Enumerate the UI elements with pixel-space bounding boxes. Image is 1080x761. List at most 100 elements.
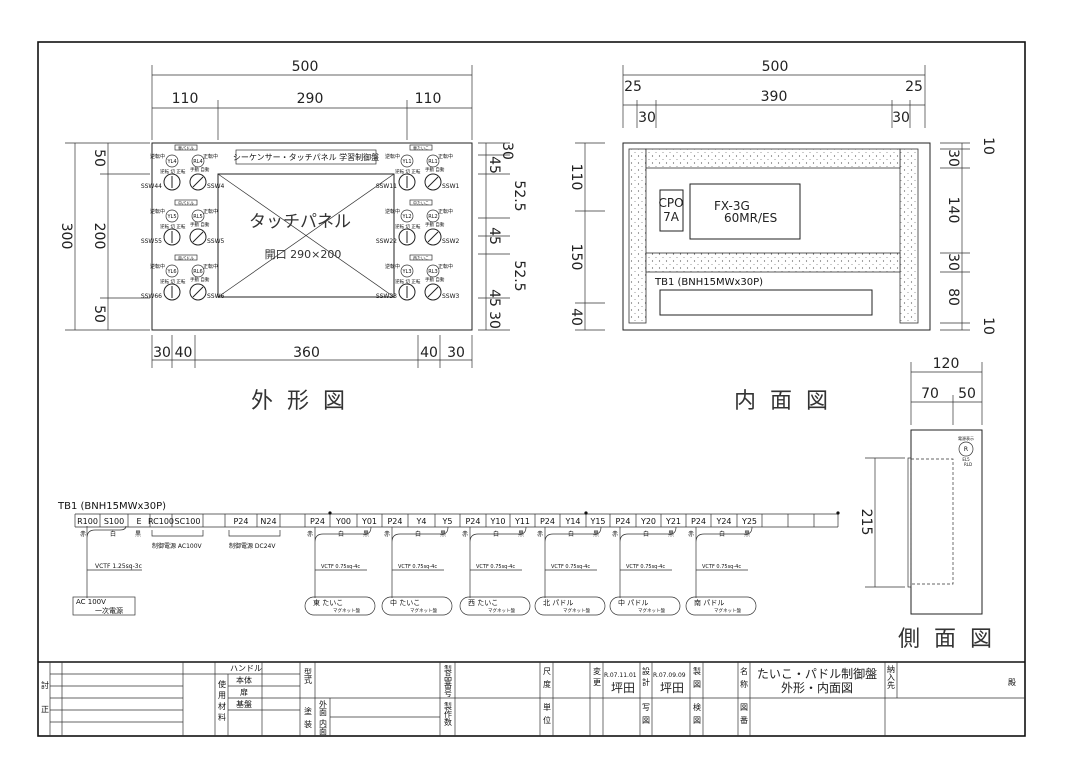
selector-switch-icon[interactable] <box>163 228 181 246</box>
material-handle: ハンドル <box>230 664 262 673</box>
magnet-panel-box <box>304 596 376 616</box>
magnet-suffix: マグネット盤 <box>714 607 741 614</box>
plc-unit <box>689 183 801 240</box>
inner-right-dim: 30 <box>945 149 961 167</box>
power-lamp-top: 電源表示 <box>958 435 974 441</box>
dim-width-total: 500 <box>292 59 319 75</box>
power-lamp-bottom: RLD <box>964 462 972 467</box>
lamp-id: RL4 <box>193 159 202 165</box>
ctrl-ac-label: 制御電源 AC100V <box>152 542 203 550</box>
lamp-id: RL2 <box>428 214 437 220</box>
terminal-label: Y00 <box>335 517 351 526</box>
terminal-label: P24 <box>540 517 555 526</box>
inner-view-caption: 内面図 <box>734 389 842 414</box>
switch-mode: 手動 自動 <box>190 221 210 228</box>
right-dim-value: 30 <box>499 142 515 160</box>
bottom-dim-value: 360 <box>293 345 320 361</box>
side-outline <box>910 429 983 615</box>
wire-color: 白 <box>568 530 574 538</box>
inner-left-dim: 110 <box>568 164 584 191</box>
magnet-suffix: マグネット盤 <box>638 607 665 614</box>
magnet-suffix: マグネット盤 <box>333 607 360 614</box>
terminal-marker <box>328 511 332 515</box>
title-block: 討 正 使用材料 ハンドル 本体 扉 基盤 型式 塗装 外面 内面 製品番号 製… <box>38 661 1025 736</box>
right-dim-value: 45 <box>486 289 502 307</box>
magnet-name: 南 パドル <box>694 598 724 607</box>
selector-switch-icon[interactable] <box>398 173 416 191</box>
selector-switch-icon[interactable] <box>189 228 207 246</box>
inspect-label: 検図 <box>693 702 702 729</box>
rail-middle <box>645 252 901 273</box>
tb-label: TB1 (BNH15MWx30P) <box>654 277 763 288</box>
pilot-lamp-icon <box>426 154 440 168</box>
pilot-lamp-icon <box>165 154 179 168</box>
selector-switch-icon[interactable] <box>398 283 416 301</box>
right-dim-value: 45 <box>486 156 502 174</box>
terminal-label: Y15 <box>589 517 605 526</box>
terminal-label: N24 <box>260 517 276 526</box>
pilot-lamp-icon <box>165 209 179 223</box>
terminal-marker <box>584 511 588 515</box>
selector-switch-icon[interactable] <box>163 173 181 191</box>
pilot-lamp-icon <box>191 264 205 278</box>
magnet-connection: 赤白黒VCTF 0.75sq-4c中 たいこマグネット盤 <box>381 526 453 616</box>
product-no-label: 製品番号 <box>444 664 453 698</box>
lamp-label: 正転中 <box>438 153 453 160</box>
change-date: R.07.11.01 <box>604 672 637 679</box>
selector-switch-icon[interactable] <box>424 283 442 301</box>
magnet-connection: 赤白黒VCTF 0.75sq-4c北 パドルマグネット盤 <box>534 526 606 616</box>
lamp-id: RL6 <box>193 269 202 275</box>
cable-label: VCTF 0.75sq-4c <box>398 564 437 570</box>
group-title-plate <box>174 254 198 261</box>
selector-switch-icon[interactable] <box>189 173 207 191</box>
selector-switch-icon[interactable] <box>424 228 442 246</box>
drawing-title: たいこ・パドル制御盤 <box>757 666 877 681</box>
magnet-connection: 赤白黒VCTF 0.75sq-4c南 パドルマグネット盤 <box>685 526 757 616</box>
wire-color: 黒 <box>744 531 750 538</box>
power-lamp-bottom: EL5 <box>962 457 970 462</box>
cable-line <box>695 526 753 598</box>
selector-switch-icon[interactable] <box>163 283 181 301</box>
group-title: 西たいこ <box>413 255 429 261</box>
power-source-voltage: AC 100V <box>76 598 106 606</box>
terminal-label: P24 <box>615 517 630 526</box>
inner-dim-width-total: 500 <box>762 59 789 75</box>
terminal-label: E <box>136 517 141 526</box>
lamp-id: YL4 <box>166 159 176 165</box>
lamp-id: YL5 <box>166 214 176 220</box>
selector-switch-icon[interactable] <box>398 228 416 246</box>
inner-dim-rail-left: 30 <box>638 110 656 126</box>
switch-id: SSW33 <box>376 293 397 300</box>
wire-color: 赤 <box>688 531 694 538</box>
pilot-lamp-icon <box>400 154 414 168</box>
power-cable-label: VCTF 1.25sq-3c <box>95 563 142 570</box>
magnet-connection: 赤白黒VCTF 0.75sq-4c東 たいこマグネット盤 <box>304 526 376 616</box>
dim-height-bottom: 50 <box>91 305 107 323</box>
trace-label: 写図 <box>642 703 651 729</box>
opening-size-label: 開口 290×200 <box>265 248 342 261</box>
dim-height-total: 300 <box>58 223 74 250</box>
switch-id: SSW5 <box>207 238 225 245</box>
terminal-label: P24 <box>691 517 706 526</box>
terminal-label: S100 <box>104 517 124 526</box>
group-title: 東たいこ <box>413 145 429 151</box>
selector-switch-icon[interactable] <box>424 173 442 191</box>
magnet-suffix: マグネット盤 <box>410 607 437 614</box>
selector-switch-icon[interactable] <box>189 283 207 301</box>
side-dim-height: 215 <box>858 509 874 536</box>
magnet-panel-box <box>381 596 453 616</box>
hidden-inner-box <box>910 458 954 585</box>
switch-group: 西たいこ逆転中正転中YL3SSW33RL3SSW3逆転 切 正転手動 自動 <box>376 255 460 301</box>
magnet-name: 中 たいこ <box>390 598 420 607</box>
lamp-id: YL1 <box>401 159 411 165</box>
check-label: 討 <box>41 680 49 690</box>
group-title: 中パドル <box>178 200 194 206</box>
outer-view-caption: 外形図 <box>251 389 359 414</box>
magnet-connection: 赤白黒VCTF 0.75sq-4c西 たいこマグネット盤 <box>459 526 531 616</box>
switch-id: SSW66 <box>141 293 162 300</box>
switch-group: 東パドル逆転中正転中YL4SSW44RL4SSW4逆転 切 正転手動 自動 <box>141 145 225 191</box>
